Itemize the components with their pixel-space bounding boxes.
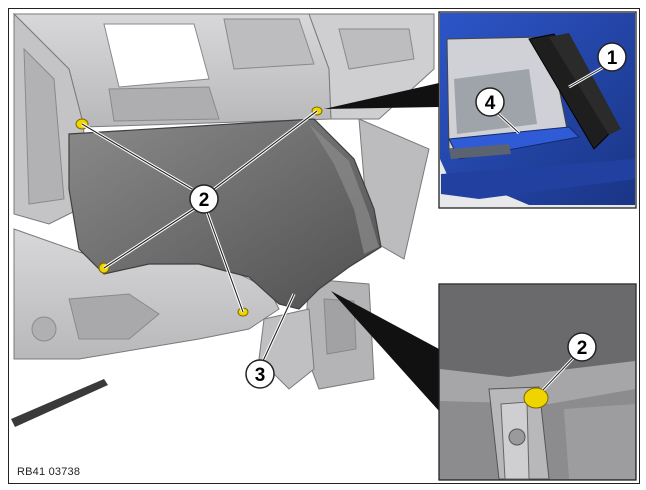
callout-label: 3 bbox=[255, 365, 266, 386]
inset-bottom: 2 bbox=[438, 283, 637, 481]
callout-label: 2 bbox=[199, 190, 210, 211]
callout-1: 1 bbox=[597, 42, 627, 72]
callout-label: 4 bbox=[485, 93, 496, 114]
callout-4: 4 bbox=[475, 87, 505, 117]
callout-3: 3 bbox=[245, 359, 275, 389]
figure-reference-code: RB41 03738 bbox=[17, 466, 81, 478]
callout-2-inset: 2 bbox=[567, 332, 597, 362]
exploded-view-illustration: 2 3 1 4 bbox=[11, 11, 637, 481]
callout-label: 1 bbox=[607, 48, 618, 69]
inset-pointer-bottom bbox=[331, 291, 439, 411]
diagram-frame: 2 3 1 4 bbox=[8, 8, 640, 484]
inset-top: 1 4 bbox=[438, 11, 637, 209]
callout-label: 2 bbox=[577, 338, 588, 359]
callout-2-main: 2 bbox=[189, 184, 219, 214]
inset-pointer-top bbox=[324, 83, 439, 109]
